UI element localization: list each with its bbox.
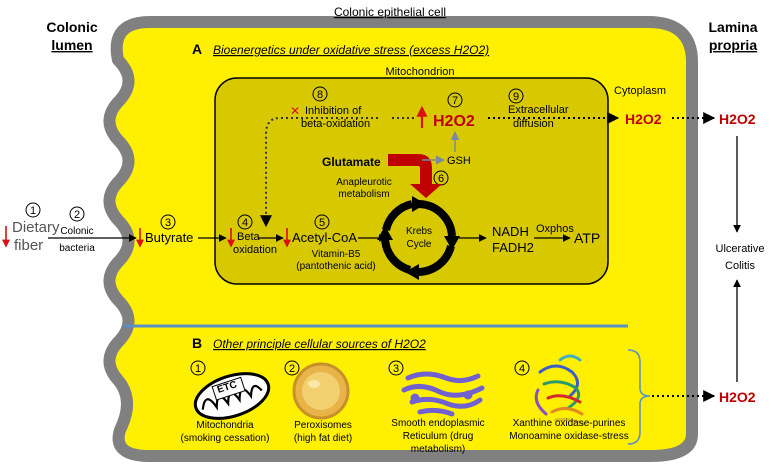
step-number: 5 [319,217,325,229]
anapleurotic-red-arrow [388,154,442,198]
krebs-cycle-label: Krebs [406,226,432,237]
section-b-title: Other principle cellular sources of H2O2 [213,337,426,351]
endoplasmic-reticulum-icon [401,371,485,417]
atp-label: ATP [574,230,600,246]
colonic-lumen-label: lumen [51,37,92,53]
ulcerative-colitis-label: Colitis [725,260,755,272]
colonic-bacteria-label: bacteria [59,243,95,254]
h2o2-mitochondrial-label: H2O2 [433,113,475,130]
inhibition-label: Inhibition of [305,105,362,117]
oxphos-label: Oxphos [536,223,574,235]
source-label: Smooth endoplasmic [391,418,484,429]
h2o2-cytoplasm-label: H2O2 [625,111,662,127]
inhibition-label: beta-oxidation [301,118,370,130]
mitochondria-icon [193,372,271,420]
cytoplasm-label: Cytoplasm [614,85,666,97]
source-label: Reticulum (drug [403,431,474,442]
source-number: 3 [393,363,399,375]
step-number: 4 [242,217,248,229]
step-number: 2 [74,209,80,221]
krebs-cycle-label: Cycle [406,239,431,250]
source-number: 1 [195,363,201,375]
sources-brace [627,349,651,445]
h2o2-sources-label: H2O2 [719,389,756,405]
step-number: 8 [317,89,323,101]
fadh2-label: FADH2 [492,240,534,255]
source-label: Peroxisomes [294,420,352,431]
butyrate-label: Butyrate [145,230,193,245]
section-a-letter: A [192,41,202,57]
step-number: 3 [165,217,171,229]
anapleurotic-label: Anapleurotic [336,177,392,188]
extracellular-label: Extracellular [508,104,569,116]
section-b-letter: B [192,335,202,351]
source-label: Xanthine oxidase-purines [513,418,626,429]
vitamin-b5-label: (pantothenic acid) [296,261,376,272]
step-number: 1 [30,205,36,217]
source-label: (high fat diet) [294,433,352,444]
mitochondrion-label: Mitochondrion [385,66,454,78]
dietary-fiber-label: fiber [14,237,43,254]
step-number: 7 [452,95,458,107]
section-a-title: Bioenergetics under oxidative stress (ex… [213,43,489,57]
source-number: 4 [519,363,525,375]
source-label: (smoking cessation) [181,433,270,444]
beta-oxidation-label: Beta [237,231,261,243]
krebs-cycle-icon [377,196,460,280]
glutamate-label: Glutamate [322,155,381,169]
mitochondrion-compartment [214,77,609,285]
dietary-fiber-label: Dietary [12,219,60,236]
step-number: 9 [513,91,519,103]
peroxisome-icon [292,362,350,420]
nadh-label: NADH [492,224,529,239]
source-label: Mitochondria [196,420,254,431]
epithelial-cell-label: Colonic epithelial cell [334,5,446,19]
inhibition-mark-icon: ✕ [290,104,300,118]
gsh-label: GSH [447,155,471,167]
extracellular-label: diffusion [513,118,554,130]
acetyl-coa-label: Acetyl-CoA [292,230,357,245]
inhibition-dotted-arrow [266,117,414,226]
lamina-propria-label: propria [709,37,757,53]
anapleurotic-label: metabolism [338,189,389,200]
step-number: 6 [438,173,444,185]
enzyme-structure-icon [534,354,586,426]
source-number: 2 [289,363,295,375]
colonic-lumen-label: Colonic [46,19,98,35]
h2o2-lamina-label: H2O2 [719,111,756,127]
colonic-bacteria-label: Colonic [60,226,93,237]
lamina-propria-label: Lamina [708,19,757,35]
ulcerative-colitis-label: Ulcerative [716,243,765,255]
beta-oxidation-label: oxidation [233,244,277,256]
source-label: metabolism) [411,444,465,455]
source-label: Monoamine oxidase-stress [509,431,629,442]
vitamin-b5-label: Vitamin-B5 [312,249,361,260]
